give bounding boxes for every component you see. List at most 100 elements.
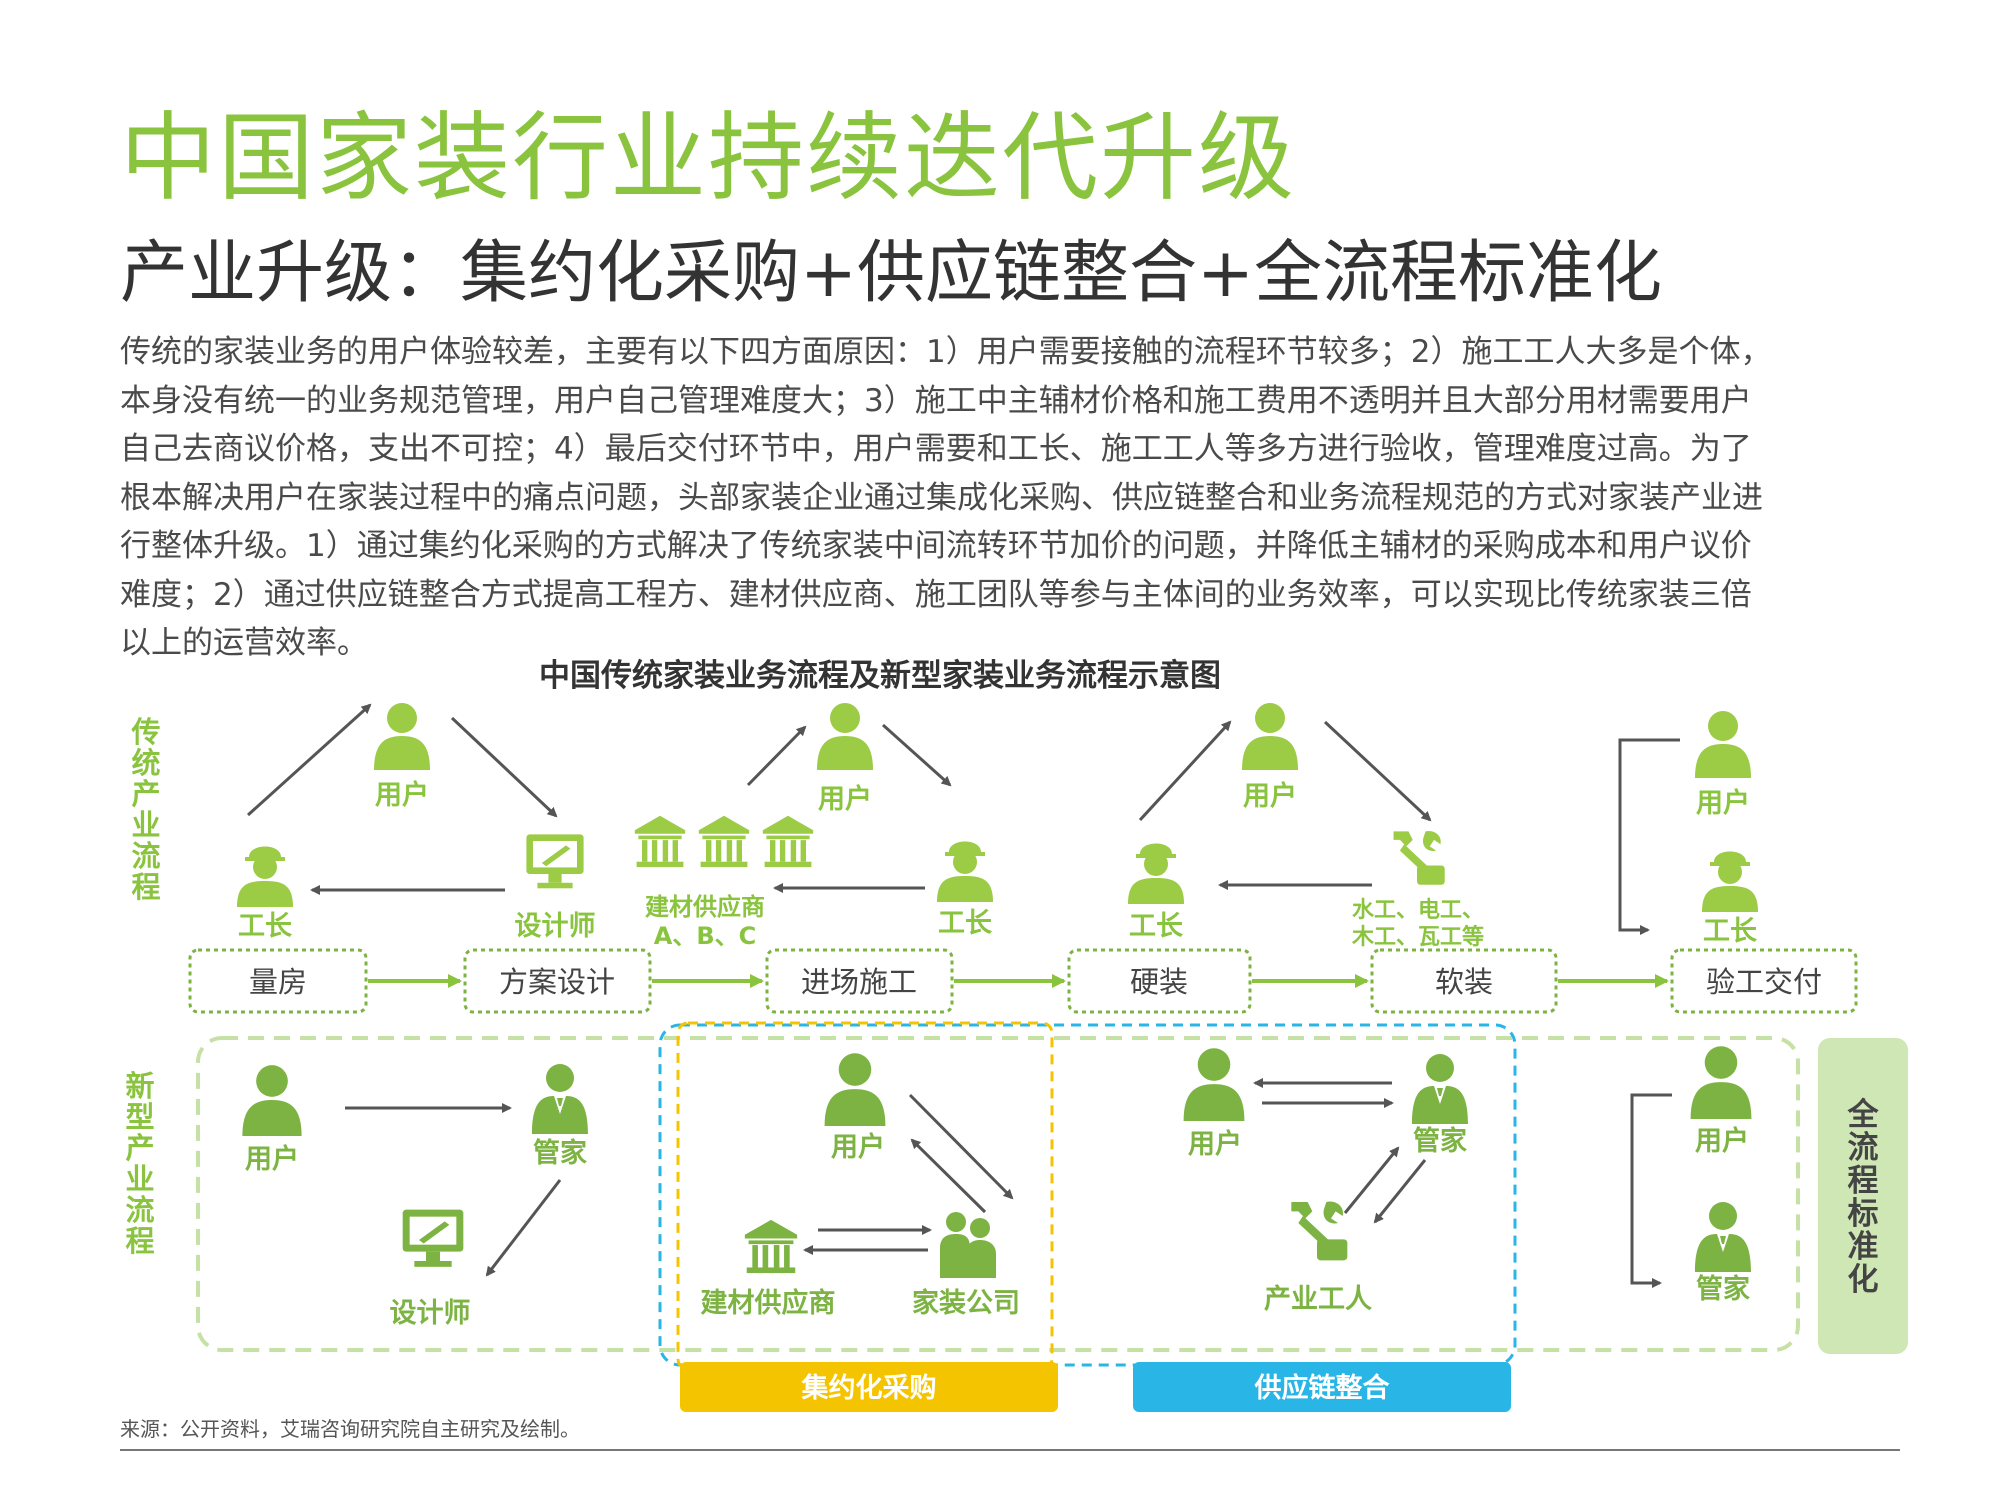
new-user-label: 用户 [831, 1131, 885, 1163]
traditional-flow-label: 传统产业流程 [130, 715, 160, 904]
new-steward-label: 管家 [533, 1137, 587, 1169]
procurement-label: 集约化采购 [801, 1372, 937, 1404]
steward-icon [532, 1064, 588, 1134]
vertical-label-char: 业 [131, 808, 160, 842]
step-box: 软装 [1370, 948, 1558, 1014]
vertical-label-char: 流 [125, 1193, 154, 1227]
standardization-panel [1818, 1038, 1908, 1354]
designer-icon [526, 834, 584, 889]
new-steward-label: 管家 [1696, 1273, 1750, 1305]
step-label: 方案设计 [499, 965, 615, 999]
company-icon [940, 1212, 996, 1278]
vertical-label-char: 新 [125, 1069, 154, 1103]
tools-icon [1291, 1201, 1348, 1261]
step-box: 量房 [188, 948, 368, 1014]
intro-line: 行整体升级。1）通过集约化采购的方式解决了传统家装中间流转环节加价的问题，并降低… [120, 528, 1752, 564]
flow-arrow [908, 1093, 1014, 1200]
new-flow-boundary [196, 1036, 1800, 1352]
trad-workers-label: 水工、电工、 [1352, 898, 1484, 923]
vertical-label-char: 程 [1848, 1163, 1879, 1199]
flow-arrow [485, 1179, 562, 1277]
flow-arrow [1343, 1146, 1400, 1214]
flow-arrow [746, 725, 807, 787]
step-label: 硬装 [1130, 965, 1188, 999]
step-label: 软装 [1435, 965, 1493, 999]
new-user-label: 用户 [245, 1143, 299, 1175]
trad-workers-label: 木工、瓦工等 [1351, 924, 1484, 950]
user-icon [1695, 711, 1751, 778]
foreman-icon [1702, 851, 1758, 912]
new-company-label: 家装公司 [912, 1287, 1020, 1319]
flow-arrow [1138, 720, 1232, 822]
vertical-label-char: 型 [125, 1100, 154, 1134]
flow-arrow [246, 703, 372, 817]
trad-user-label: 用户 [1696, 787, 1750, 819]
vertical-label-char: 标 [1848, 1196, 1879, 1232]
intro-line: 难度；2）通过供应链整合方式提高工程方、建材供应商、施工团队等参与主体间的业务效… [120, 576, 1752, 613]
new-designer-label: 设计师 [390, 1298, 471, 1329]
vertical-label-char: 产 [131, 777, 160, 811]
intro-line: 传统的家装业务的用户体验较差，主要有以下四方面原因：1）用户需要接触的流程环节较… [120, 334, 1772, 370]
flow-arrow [1618, 738, 1680, 935]
svg-text:新型产业流程: 新型产业流程 [125, 1069, 154, 1258]
diagram-title: 中国传统家装业务流程及新型家装业务流程示意图 [539, 658, 1221, 694]
vertical-label-char: 流 [131, 839, 160, 873]
tools-icon [1393, 830, 1445, 885]
vertical-label-char: 产 [125, 1131, 154, 1165]
user-icon [242, 1065, 302, 1136]
step-label: 进场施工 [801, 965, 917, 999]
procurement-badge [680, 1362, 1058, 1412]
intro-line: 以上的运营效率。 [120, 625, 368, 661]
page-subtitle: 产业升级：集约化采购+供应链整合+全流程标准化 [120, 234, 1662, 313]
trad-user-label: 用户 [375, 779, 429, 811]
user-icon [1242, 703, 1298, 770]
vertical-label-char: 统 [131, 746, 160, 780]
trad-user-label: 用户 [818, 783, 872, 815]
user-icon [374, 703, 430, 770]
intro-paragraph: 传统的家装业务的用户体验较差，主要有以下四方面原因：1）用户需要接触的流程环节较… [120, 328, 1900, 668]
step-label: 量房 [249, 965, 307, 999]
page-title: 中国家装行业持续迭代升级 [120, 102, 1296, 214]
trad-supplier-abc-label: A、B、C [654, 922, 756, 950]
vertical-label-char: 全 [1847, 1097, 1880, 1133]
supplier-icon [634, 815, 686, 868]
new-user-label: 用户 [1695, 1125, 1749, 1157]
new-worker-label: 产业工人 [1264, 1284, 1372, 1315]
trad-foreman-label: 工长 [238, 911, 293, 942]
new-steward-label: 管家 [1413, 1125, 1467, 1157]
user-icon [824, 1053, 886, 1126]
trad-foreman-label: 工长 [1129, 911, 1184, 942]
supply-chain-badge [1133, 1362, 1511, 1412]
supplier-icon [762, 815, 814, 868]
vertical-label-char: 流 [1848, 1130, 1879, 1166]
svg-text:传统产业流程: 传统产业流程 [130, 715, 160, 904]
trad-foreman-label: 工长 [1703, 916, 1758, 947]
svg-text:全流程标准化: 全流程标准化 [1847, 1097, 1880, 1298]
supply-chain-boundary [658, 1023, 1517, 1367]
step-label: 验工交付 [1706, 965, 1822, 999]
intro-line: 本身没有统一的业务规范管理，用户自己管理难度大；3）施工中主辅材价格和施工费用不… [120, 382, 1752, 419]
foreman-icon [237, 846, 293, 907]
foreman-icon [937, 841, 993, 902]
designer-icon [402, 1209, 464, 1267]
intro-line: 自己去商议价格，支出不可控；4）最后交付环节中，用户需要和工长、施工工人等多方进… [120, 431, 1752, 467]
vertical-label-char: 程 [131, 870, 160, 904]
user-icon [1690, 1046, 1752, 1119]
source-note: 来源：公开资料，艾瑞咨询研究院自主研究及绘制。 [120, 1417, 580, 1441]
foreman-icon [1128, 843, 1184, 904]
step-box: 方案设计 [463, 948, 652, 1014]
trad-supplier-label: 建材供应商 [645, 893, 765, 921]
step-box: 进场施工 [765, 948, 954, 1014]
new-user-label: 用户 [1188, 1128, 1242, 1160]
flow-arrow [881, 723, 952, 787]
supplier-icon [744, 1219, 798, 1274]
flow-arrow [1373, 1159, 1427, 1224]
trad-designer-label: 设计师 [515, 911, 596, 942]
new-flow-label: 新型产业流程 [125, 1069, 154, 1258]
user-icon [1183, 1048, 1245, 1121]
new-supplier-label: 建材供应商 [701, 1287, 836, 1319]
vertical-label-char: 准 [1848, 1229, 1879, 1265]
flow-arrow [450, 716, 558, 818]
user-icon [817, 703, 873, 770]
standardization-label: 全流程标准化 [1847, 1097, 1880, 1298]
